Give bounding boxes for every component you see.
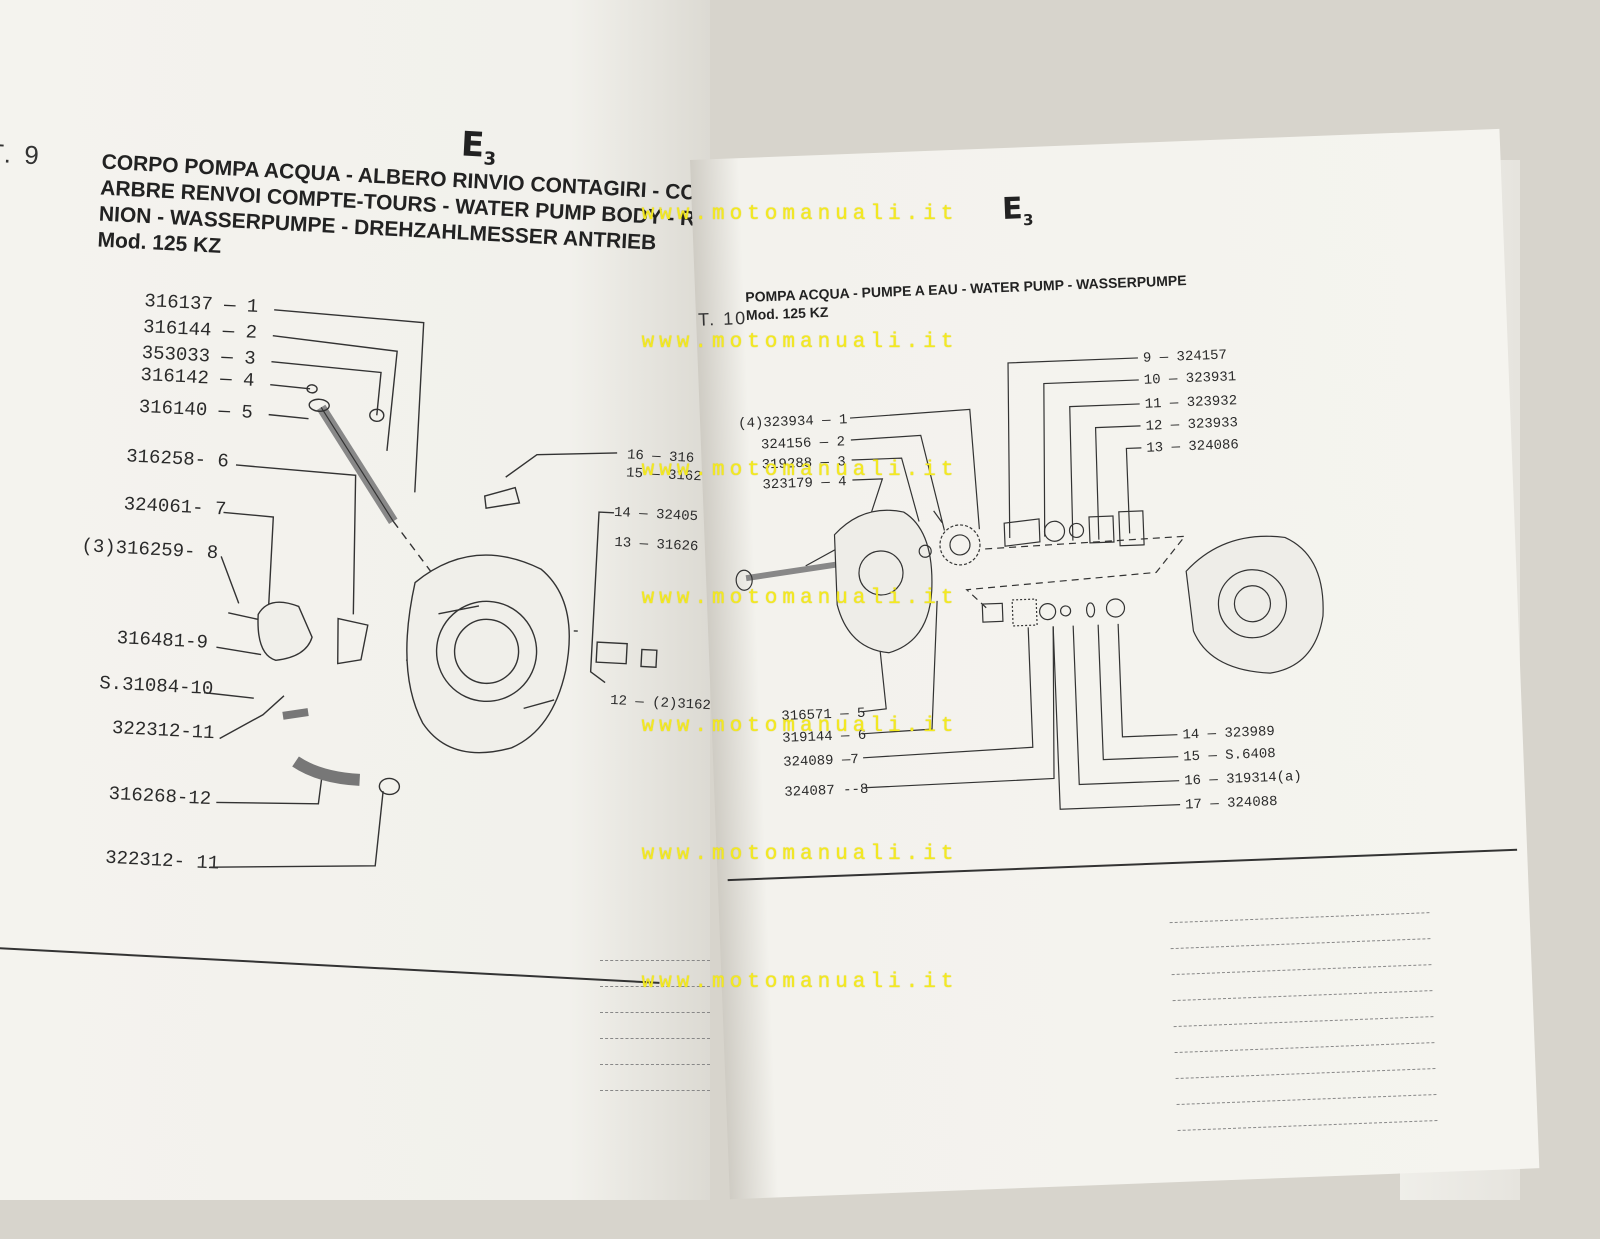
washer: [918, 544, 932, 558]
gasket: [337, 617, 369, 665]
impeller: [735, 569, 753, 591]
watermark-text: www.motomanuali.it: [641, 715, 959, 738]
leader-line: [1007, 357, 1138, 539]
leader-line: [589, 511, 615, 684]
watermark-text: www.motomanuali.it: [641, 203, 959, 226]
crankcase-bore: [1217, 569, 1288, 639]
note-line: [600, 1038, 710, 1039]
pump-shaft: [745, 561, 837, 582]
pump-body: [257, 601, 313, 662]
leader-line: [851, 457, 920, 522]
note-line: [600, 1012, 710, 1013]
leader-line: [270, 383, 311, 390]
axis-line: [965, 535, 1187, 610]
watermark-text: www.motomanuali.it: [641, 587, 959, 610]
leader-line: [849, 408, 980, 530]
washer: [369, 408, 385, 422]
leader-line: [505, 452, 618, 478]
leader-line: [862, 600, 938, 735]
note-line: [600, 1064, 710, 1065]
note-line: [600, 1090, 710, 1091]
leader-line: [861, 633, 887, 713]
shaft-head: [308, 398, 330, 412]
leader-line: [216, 777, 323, 805]
leader-line: [209, 791, 384, 868]
pin: [933, 510, 943, 523]
leader-line: [1097, 624, 1179, 761]
watermark-text: www.motomanuali.it: [641, 459, 959, 482]
plate: [640, 648, 658, 668]
cap: [981, 602, 1004, 623]
leader-line: [863, 627, 1034, 759]
leader-line: [268, 413, 309, 420]
leader-line: [271, 361, 382, 416]
bushing: [1003, 518, 1041, 547]
leader-line: [1043, 379, 1139, 537]
screw: [228, 612, 259, 621]
leader-line: [203, 691, 254, 699]
housing-bore: [858, 550, 904, 596]
crankcase: [1185, 535, 1324, 674]
note-line: [600, 986, 710, 987]
plate: [595, 641, 628, 665]
shaft-outline: [320, 407, 394, 522]
leader-line: [1094, 425, 1141, 540]
note-line: [1177, 1120, 1438, 1131]
exploded-diagram-right: [735, 357, 1324, 810]
bearing-cage: [1088, 515, 1115, 544]
o-ring-lower: [1085, 602, 1096, 618]
hose: [292, 756, 361, 786]
right-page: E3 T. 10 POMPA ACQUA - PUMPE A EAU - WAT…: [690, 128, 1540, 1200]
bearing: [1043, 520, 1066, 542]
leader-line: [1125, 447, 1142, 534]
pump-housing: [833, 509, 933, 654]
right-page-content: E3 T. 10 POMPA ACQUA - PUMPE A EAU - WAT…: [690, 129, 1539, 1199]
cover-detail: [438, 605, 555, 710]
manual-spread: T. 9 E3 CORPO POMPA ACQUA - ALBERO RINVI…: [0, 0, 1540, 1200]
note-line: [1170, 938, 1431, 950]
cover-body: [406, 554, 570, 754]
leader-line: [220, 556, 240, 604]
seal: [1068, 522, 1085, 539]
leader-line: [272, 335, 398, 451]
cover-circle: [435, 600, 538, 703]
cover-inner-circle: [453, 618, 520, 685]
leader-line: [216, 646, 262, 656]
left-page: T. 9 E3 CORPO POMPA ACQUA - ALBERO RINVI…: [0, 0, 762, 1200]
watermark-text: www.motomanuali.it: [641, 971, 959, 994]
note-line: [1176, 1094, 1437, 1106]
spring-sleeve: [1118, 510, 1145, 547]
leader-line: [1052, 626, 1181, 810]
seal-lower: [1059, 605, 1072, 617]
exploded-diagram-left: [203, 309, 658, 868]
leader-line: [1117, 623, 1178, 738]
note-line: [1169, 912, 1430, 924]
note-line: [600, 960, 710, 961]
leader-line: [1069, 403, 1140, 541]
note-line: [1173, 1016, 1434, 1028]
watermark-text: www.motomanuali.it: [641, 843, 959, 866]
small-part: [483, 486, 521, 509]
gear: [939, 524, 981, 566]
spring: [1011, 598, 1038, 627]
leader-line: [219, 695, 285, 740]
crankcase-inner: [1233, 585, 1272, 623]
hose-clamp-end: [378, 777, 401, 796]
leader-line: [850, 434, 945, 531]
leader-line: [223, 511, 275, 605]
leader-line: [274, 309, 425, 493]
note-line: [1175, 1068, 1436, 1080]
hose-clamp: [282, 708, 309, 720]
note-line: [1174, 1042, 1435, 1054]
leader-line: [864, 626, 1055, 789]
leader-line: [1072, 625, 1180, 786]
leader-line: [235, 464, 357, 615]
o-ring: [306, 384, 318, 394]
left-page-content: T. 9 E3 CORPO POMPA ACQUA - ALBERO RINVI…: [0, 0, 762, 1236]
washer-lower: [1038, 603, 1057, 621]
watermark-text: www.motomanuali.it: [641, 331, 959, 354]
gear-hub: [949, 534, 971, 556]
bearing-lower: [1105, 598, 1126, 618]
